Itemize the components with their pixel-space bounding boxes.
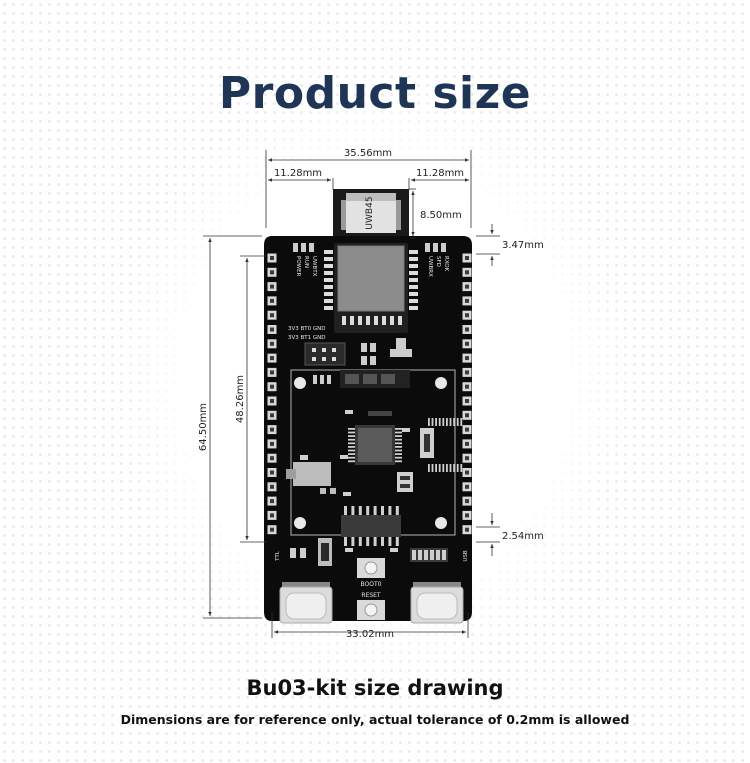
dim-antenna-height-label: 8.50mm — [420, 210, 462, 221]
usb-usb-c-port[interactable] — [410, 582, 464, 624]
ttl-port-label: TTL — [275, 550, 281, 562]
board-connector-strip — [313, 370, 410, 388]
drawing-caption: Bu03-kit size drawing — [246, 676, 504, 700]
led-label-uwbtx: UWBTX — [311, 256, 317, 277]
mount-hole — [294, 377, 306, 389]
right-pin-header — [462, 253, 472, 535]
led-label-power: POWER — [295, 256, 301, 277]
usb-port-label: USB — [463, 550, 469, 562]
dimension-right-margin: 11.28mm — [408, 168, 469, 190]
dim-pin-pitch-label: 2.54mm — [502, 531, 544, 542]
jumper-label-row1: 3V3 BT0 GND — [288, 326, 326, 332]
voltage-regulator — [286, 462, 336, 494]
passive-components — [300, 410, 434, 496]
dim-left-margin-label: 11.28mm — [274, 168, 322, 179]
led-label-uwbrx: UWBRX — [427, 256, 433, 277]
led-label-sfd: SFD — [435, 256, 441, 267]
led-label-run: RUN — [303, 256, 309, 268]
left-status-leds: POWER RUN UWBTX — [293, 243, 317, 277]
dimension-header-length: 48.26mm — [235, 255, 266, 543]
dim-header-length-label: 48.26mm — [235, 375, 246, 423]
boot-button-label: BOOT0 — [361, 581, 382, 588]
led-label-rxok: RXOK — [443, 256, 449, 272]
dim-right-margin-label: 11.28mm — [416, 168, 464, 179]
tolerance-note: Dimensions are for reference only, actua… — [120, 712, 630, 727]
uwb-module — [324, 243, 418, 333]
dim-board-length-label: 64.50mm — [198, 403, 209, 451]
mount-hole — [435, 377, 447, 389]
antenna-label: UWB45 — [365, 196, 375, 229]
usb-bridge-chip — [341, 506, 401, 546]
reset-button[interactable]: RESET — [357, 592, 385, 620]
dimension-antenna-height: 8.50mm — [409, 188, 462, 239]
dimension-left-margin: 11.28mm — [268, 168, 334, 190]
dim-top-offset-label: 3.47mm — [502, 240, 544, 251]
dimension-board-length: 64.50mm — [198, 235, 262, 619]
dimension-header-span: 33.02mm — [271, 612, 469, 640]
dim-header-span-label: 33.02mm — [346, 629, 394, 640]
dimension-top-offset: 3.47mm — [476, 224, 544, 266]
jumper-label-row2: 3V3 BT1 GND — [288, 335, 326, 341]
dimension-pin-pitch: 2.54mm — [476, 513, 544, 556]
mount-hole — [435, 517, 447, 529]
left-pin-header — [267, 253, 277, 535]
mount-hole — [294, 517, 306, 529]
antenna-connector: UWB45 — [333, 189, 409, 245]
right-status-leds: UWBRX SFD RXOK — [425, 243, 449, 277]
reset-button-label: RESET — [361, 592, 381, 599]
boot-button[interactable]: BOOT0 — [357, 558, 385, 588]
boot-jumper-block: 3V3 BT0 GND 3V3 BT1 GND — [288, 326, 412, 366]
dim-total-width-label: 35.56mm — [344, 148, 392, 159]
dimension-total-width: 35.56mm — [265, 148, 472, 228]
page-title: Product size — [218, 68, 532, 119]
lower-components — [290, 538, 448, 566]
ttl-usb-c-port[interactable] — [279, 582, 333, 624]
mcu-chip — [348, 418, 463, 472]
